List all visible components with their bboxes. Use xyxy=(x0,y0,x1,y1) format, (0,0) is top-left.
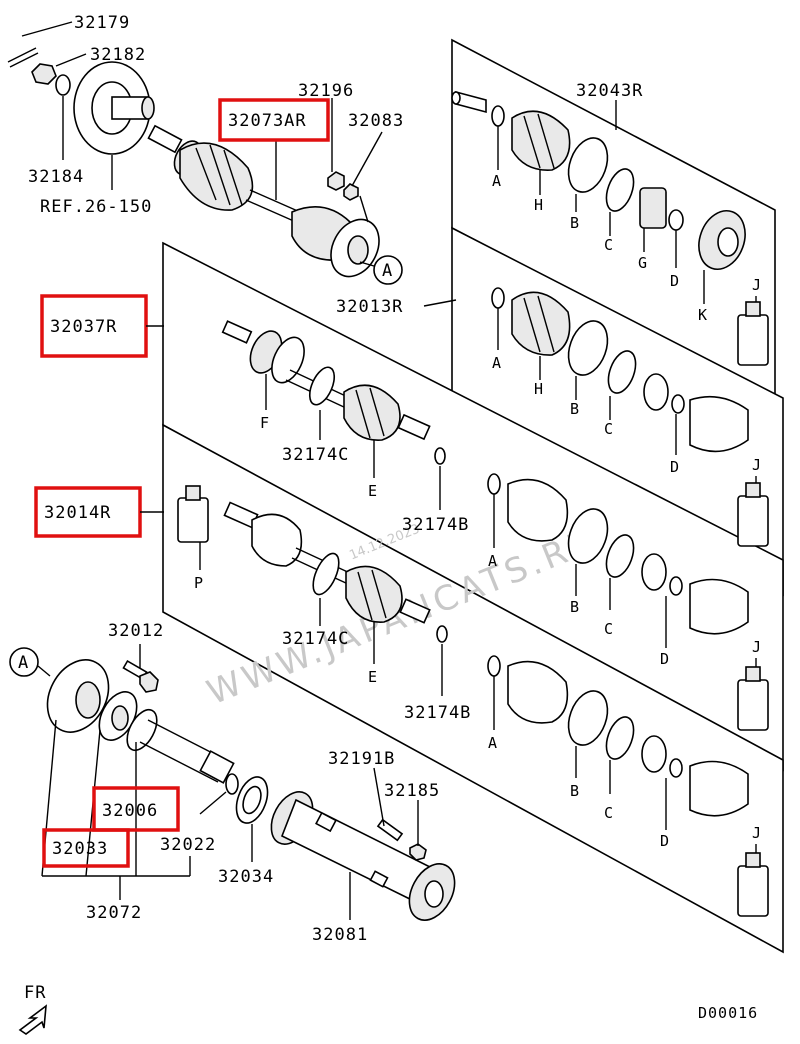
label-32013R: 32013R xyxy=(336,297,403,317)
label-32043R: 32043R xyxy=(576,81,643,101)
front-arrow-icon xyxy=(18,1004,47,1035)
letter-e-1: E xyxy=(368,482,378,500)
circle-a-bottom xyxy=(9,647,39,677)
circle-a-bottom-label: A xyxy=(18,653,29,673)
cotter-pin-32179 xyxy=(7,47,39,68)
circle-a-top-label: A xyxy=(382,261,393,281)
letter-a-3: A xyxy=(488,552,498,570)
intermediate-shaft-32072 xyxy=(46,659,235,784)
label-32033: 32033 xyxy=(52,839,108,859)
letter-e-2: E xyxy=(368,668,378,686)
letter-d-2: D xyxy=(670,458,680,476)
letter-c-3: C xyxy=(604,620,614,638)
nut-32196 xyxy=(327,171,345,191)
letter-d-1: D xyxy=(670,272,680,290)
letter-d-4: D xyxy=(660,832,670,850)
letter-b-2: B xyxy=(570,400,580,418)
letter-a-4: A xyxy=(488,734,498,752)
label-32073AR: 32073AR xyxy=(228,111,307,131)
letter-j-2: J xyxy=(752,456,762,474)
label-32081: 32081 xyxy=(312,925,368,945)
label-32174C-1: 32174C xyxy=(282,445,349,465)
clip-32174B-2 xyxy=(436,625,448,643)
label-32012: 32012 xyxy=(108,621,164,641)
nut-32083 xyxy=(343,183,359,201)
bolt-32012 xyxy=(122,659,159,693)
panel-32013R-parts xyxy=(491,287,749,453)
label-32191B: 32191B xyxy=(328,749,395,769)
grease-tube-j-2 xyxy=(737,482,769,547)
grease-tube-j-1 xyxy=(737,301,769,366)
label-32174B-1: 32174B xyxy=(402,515,469,535)
letter-c-2: C xyxy=(604,420,614,438)
letter-c-4: C xyxy=(604,804,614,822)
label-32022: 32022 xyxy=(160,835,216,855)
letter-f-1: F xyxy=(260,414,270,432)
label-32196: 32196 xyxy=(298,81,354,101)
letter-b-3: B xyxy=(570,598,580,616)
driveshaft-32014R xyxy=(223,501,431,624)
letter-c-1: C xyxy=(604,236,614,254)
panel-32043R-parts xyxy=(451,90,746,270)
label-32182: 32182 xyxy=(90,45,146,65)
nut-32182 xyxy=(31,63,57,85)
letter-d-3: D xyxy=(660,650,670,668)
circle-a-top xyxy=(373,255,403,285)
label-32083: 32083 xyxy=(348,111,404,131)
housing-32081 xyxy=(270,791,456,921)
label-32006: 32006 xyxy=(102,801,158,821)
highlight-32006 xyxy=(92,786,180,832)
label-ref-26-150: REF.26-150 xyxy=(40,197,152,217)
label-fr: FR xyxy=(24,983,46,1003)
label-32072: 32072 xyxy=(86,903,142,923)
diagram-code: D00016 xyxy=(698,1004,758,1022)
seal-32034 xyxy=(235,776,269,824)
letter-g-1: G xyxy=(638,254,648,272)
letter-a-2: A xyxy=(492,354,502,372)
letter-a-1: A xyxy=(492,172,502,190)
grease-tube-j-3 xyxy=(737,666,769,731)
letter-b-1: B xyxy=(570,214,580,232)
label-32034: 32034 xyxy=(218,867,274,887)
letter-b-4: B xyxy=(570,782,580,800)
label-32174B-2: 32174B xyxy=(404,703,471,723)
letter-k-1: K xyxy=(698,306,708,324)
letter-h-2: H xyxy=(534,380,544,398)
grease-tube-p xyxy=(177,485,209,543)
clip-32174B-1 xyxy=(434,447,446,465)
letter-h-1: H xyxy=(534,196,544,214)
letter-j-4: J xyxy=(752,824,762,842)
letter-j-3: J xyxy=(752,638,762,656)
panel-32014R xyxy=(162,423,784,954)
label-32014R: 32014R xyxy=(44,503,111,523)
highlight-32033 xyxy=(42,828,130,868)
washer-32184 xyxy=(55,74,71,96)
letter-j-1: J xyxy=(752,276,762,294)
label-32185: 32185 xyxy=(384,781,440,801)
snap-ring-32022 xyxy=(225,773,239,795)
letter-p: P xyxy=(194,574,204,592)
driveshaft-32037R xyxy=(221,320,431,441)
hub-ref-26-150 xyxy=(73,61,155,155)
label-32179: 32179 xyxy=(74,13,130,33)
panel-32037R-boot-set xyxy=(487,473,749,635)
driveshaft-32073AR xyxy=(147,124,380,278)
label-32174C-2: 32174C xyxy=(282,629,349,649)
grease-tube-j-4 xyxy=(737,852,769,917)
bolt-32191B xyxy=(376,818,427,861)
label-32184: 32184 xyxy=(28,167,84,187)
highlight-32073AR xyxy=(218,98,330,142)
label-32037R: 32037R xyxy=(50,317,117,337)
